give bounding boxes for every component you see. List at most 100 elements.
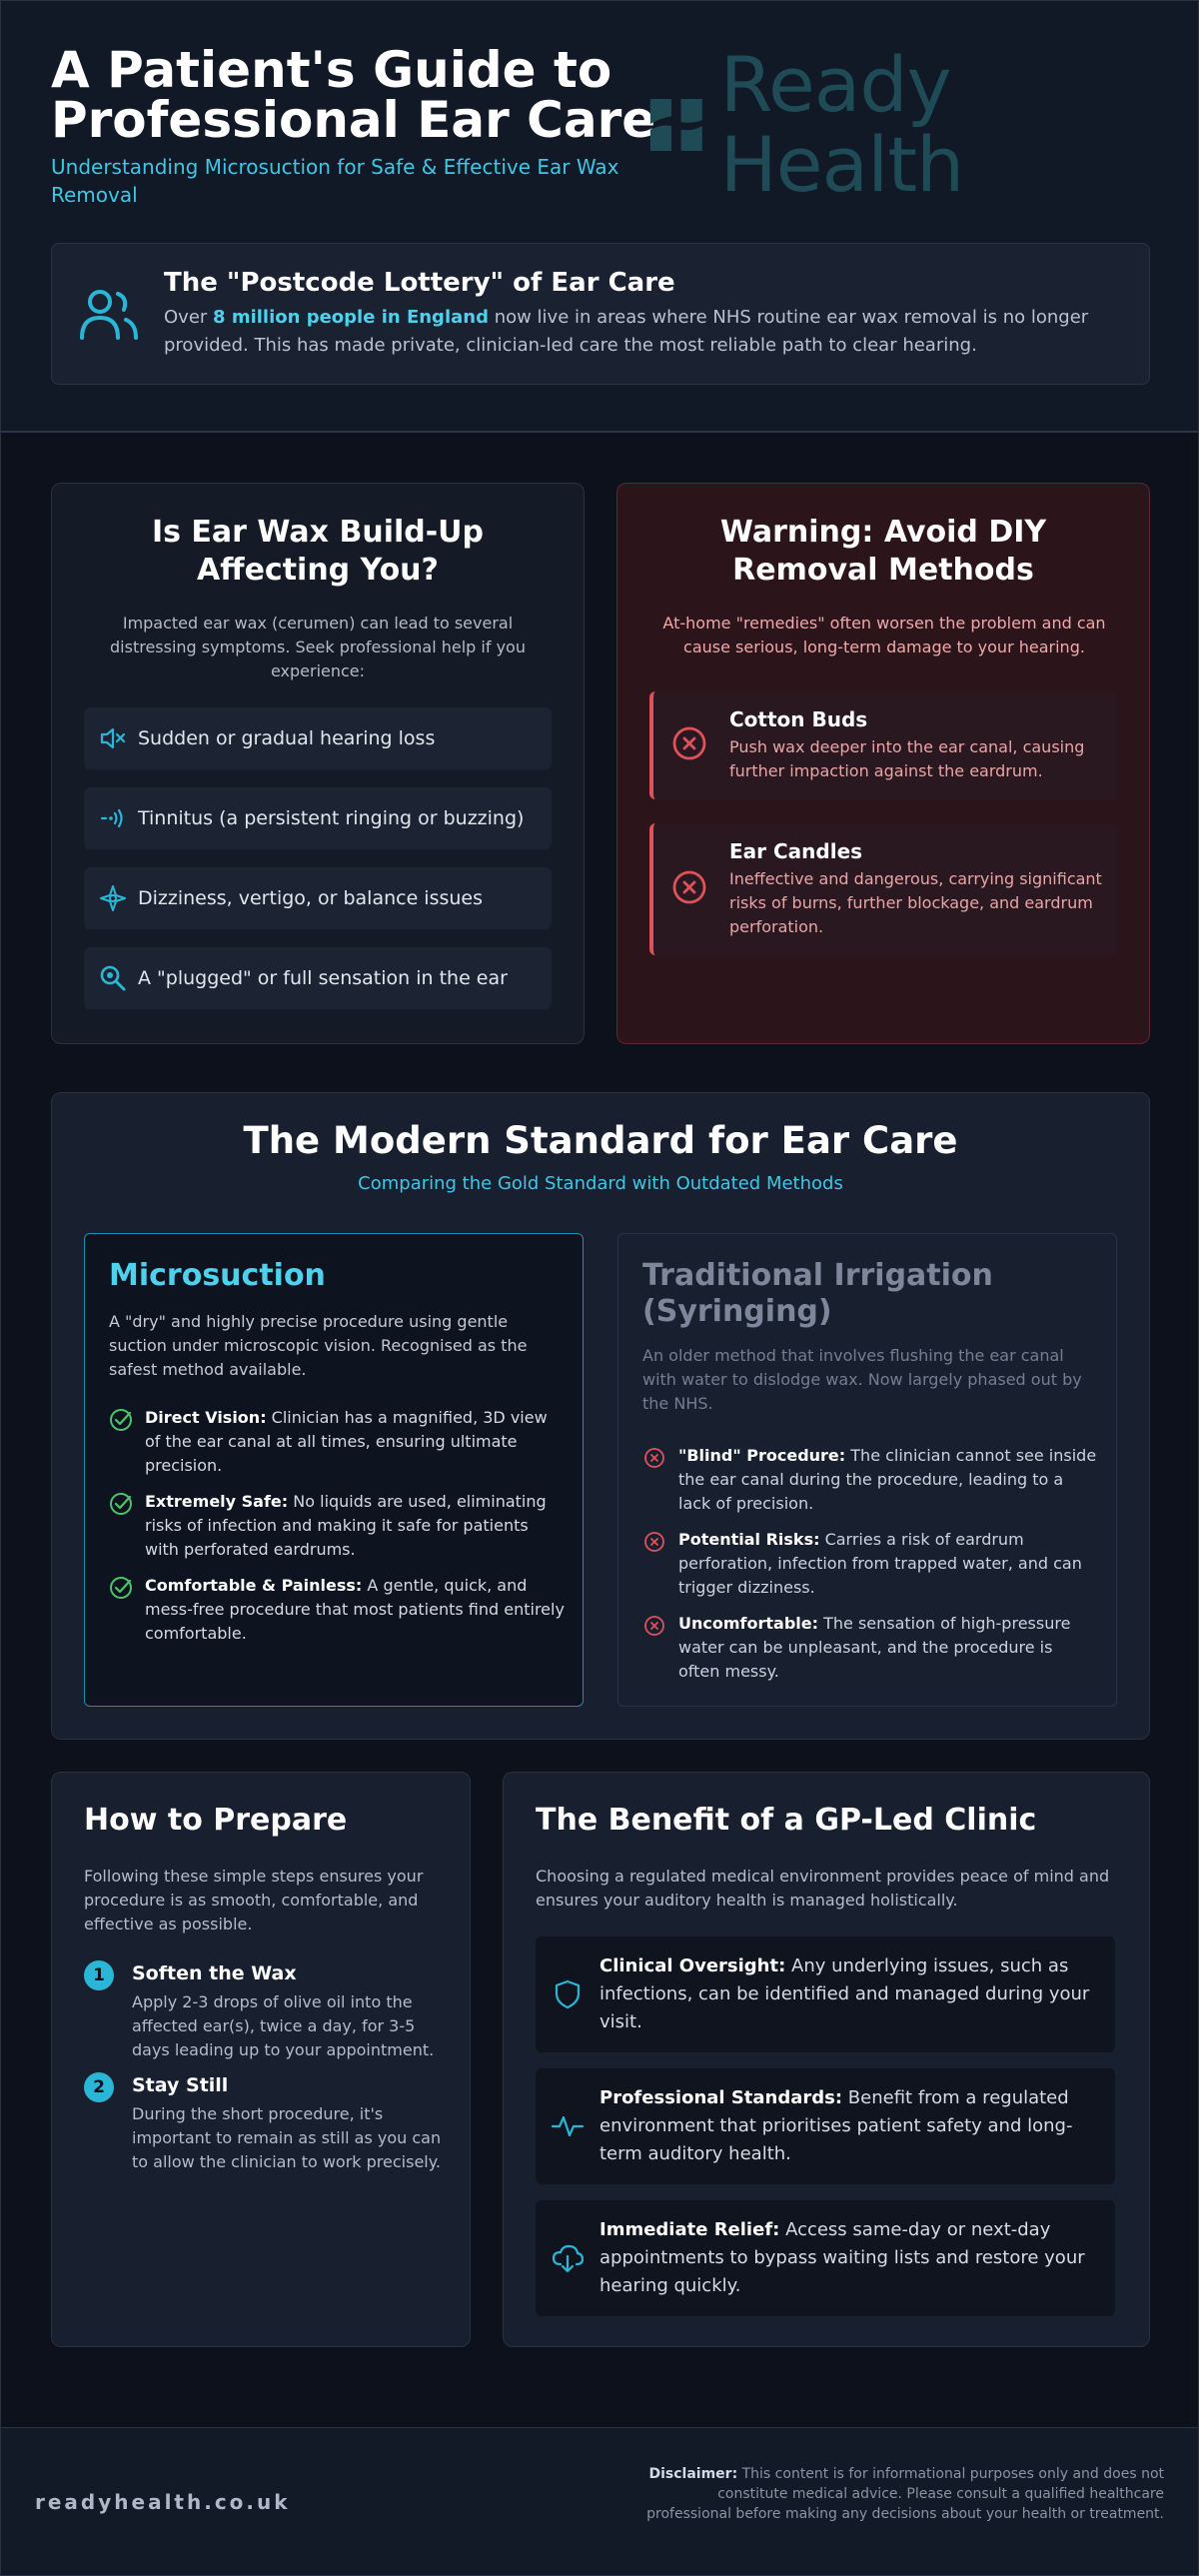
standard-subtitle: Comparing the Gold Standard with Outdate…	[358, 1173, 843, 1194]
step-desc: During the short procedure, it's importa…	[132, 2104, 442, 2171]
x-circle-icon	[644, 1448, 664, 1468]
volume-mute-icon	[98, 723, 128, 753]
point-bold: Extremely Safe:	[145, 1492, 289, 1511]
brand-mark-icon	[649, 99, 702, 151]
point-text: Direct Vision: Clinician has a magnified…	[145, 1406, 565, 1478]
modern-standard-section: The Modern Standard for Ear Care Compari…	[51, 1092, 1150, 1740]
symptom-label: Dizziness, vertigo, or balance issues	[138, 887, 484, 909]
benefit-bold: Clinical Oversight:	[600, 1955, 786, 1976]
symptom-label: A "plugged" or full sensation in the ear	[138, 967, 508, 989]
point-text: "Blind" Procedure: The clinician cannot …	[678, 1444, 1098, 1516]
warning-item: Ear Candles Ineffective and dangerous, c…	[649, 823, 1117, 955]
prepare-title: How to Prepare	[84, 1803, 348, 1838]
warning-item-desc: Ineffective and dangerous, carrying sign…	[729, 869, 1102, 936]
footer: readyhealth.co.uk Disclaimer: This conte…	[1, 2427, 1198, 2575]
point-bold: Uncomfortable:	[678, 1614, 819, 1633]
warning-intro: At-home "remedies" often worsen the prob…	[662, 614, 1106, 656]
prepare-intro: Following these simple steps ensures you…	[84, 1867, 424, 1933]
point-body: A gentle, quick, and mess-free procedure…	[145, 1576, 565, 1643]
compass-icon	[98, 883, 128, 913]
benefit-text: Clinical Oversight: Any underlying issue…	[600, 1952, 1103, 2036]
lottery-text-prefix: Over	[164, 307, 214, 328]
postcode-lottery-callout: The "Postcode Lottery" of Ear Care Over …	[51, 243, 1150, 385]
symptom-item: Sudden or gradual hearing loss	[84, 707, 552, 769]
warning-title: Warning: Avoid DIY Removal Methods	[719, 515, 1047, 588]
benefit-intro: Choosing a regulated medical environment…	[536, 1867, 1110, 1910]
point-bold: Comfortable & Painless:	[145, 1576, 363, 1595]
step-title: Stay Still	[132, 2074, 229, 2096]
shield-icon	[555, 1979, 581, 2009]
check-circle-icon	[110, 1577, 132, 1599]
benefit-body: Benefit from a regulated environment tha…	[600, 2087, 1073, 2164]
point-bold: "Blind" Procedure:	[678, 1446, 846, 1465]
warning-card: Warning: Avoid DIY Removal Methods At-ho…	[616, 483, 1150, 1044]
point-bold: Direct Vision:	[145, 1408, 267, 1427]
irrigation-title: Traditional Irrigation (Syringing)	[642, 1258, 993, 1329]
page-subtitle: Understanding Microsuction for Safe & Ef…	[51, 155, 619, 207]
cloud-download-icon	[552, 2244, 585, 2273]
page-title: A Patient's Guide to Professional Ear Ca…	[51, 41, 656, 149]
step-title: Soften the Wax	[132, 1962, 297, 1984]
warning-item-desc: Push wax deeper into the ear canal, caus…	[729, 737, 1085, 780]
microsuction-title: Microsuction	[109, 1258, 326, 1293]
x-circle-icon	[644, 1616, 664, 1636]
irrigation-column: Traditional Irrigation (Syringing) An ol…	[617, 1233, 1117, 1707]
warning-item-title: Cotton Buds	[729, 707, 868, 731]
benefit-body: Any underlying issues, such as infection…	[600, 1955, 1090, 2032]
point-body: Carries a risk of eardrum perforation, i…	[678, 1530, 1082, 1597]
site-link[interactable]: readyhealth.co.uk	[35, 2490, 291, 2514]
symptom-item: Dizziness, vertigo, or balance issues	[84, 867, 552, 929]
disclaimer-text: This content is for informational purpos…	[646, 2466, 1164, 2522]
microsuction-column: Microsuction A "dry" and highly precise …	[84, 1233, 584, 1707]
sound-wave-icon	[98, 803, 128, 833]
disclaimer-label: Disclaimer:	[648, 2466, 738, 2482]
close-circle-icon	[672, 870, 706, 904]
header: A Patient's Guide to Professional Ear Ca…	[1, 1, 1198, 433]
benefit-bold: Professional Standards:	[600, 2087, 843, 2108]
point-body: No liquids are used, eliminating risks o…	[145, 1492, 547, 1559]
lottery-text: Over 8 million people in England now liv…	[164, 304, 1123, 360]
benefit-bold: Immediate Relief:	[600, 2219, 780, 2240]
benefit-item: Professional Standards: Benefit from a r…	[536, 2068, 1115, 2184]
benefit-text: Professional Standards: Benefit from a r…	[600, 2084, 1103, 2168]
lottery-highlight: 8 million people in England	[213, 307, 489, 328]
benefit-title: The Benefit of a GP-Led Clinic	[536, 1803, 1037, 1838]
lottery-title: The "Postcode Lottery" of Ear Care	[164, 268, 675, 298]
prepare-card: How to Prepare Following these simple st…	[51, 1772, 471, 2347]
users-icon	[80, 290, 138, 340]
microsuction-desc: A "dry" and highly precise procedure usi…	[109, 1312, 528, 1379]
benefit-card: The Benefit of a GP-Led Clinic Choosing …	[503, 1772, 1150, 2347]
check-circle-icon	[110, 1493, 132, 1515]
brand-logo: Ready Health	[646, 45, 1198, 205]
step-number: 2	[84, 2072, 114, 2102]
warning-item: Cotton Buds Push wax deeper into the ear…	[649, 691, 1117, 799]
symptoms-intro: Impacted ear wax (cerumen) can lead to s…	[110, 614, 526, 680]
symptoms-title: Is Ear Wax Build-Up Affecting You?	[151, 515, 485, 588]
step-number: 1	[84, 1960, 114, 1990]
disclaimer: Disclaimer: This content is for informat…	[644, 2464, 1164, 2524]
step-desc: Apply 2-3 drops of olive oil into the af…	[132, 1992, 435, 2059]
pulse-icon	[551, 2115, 585, 2137]
search-zoom-icon	[98, 963, 128, 993]
point-text: Comfortable & Painless: A gentle, quick,…	[145, 1574, 565, 1646]
point-body: Clinician has a magnified, 3D view of th…	[145, 1408, 548, 1475]
symptom-item: A "plugged" or full sensation in the ear	[84, 947, 552, 1009]
symptom-label: Sudden or gradual hearing loss	[138, 727, 436, 749]
benefit-text: Immediate Relief: Access same-day or nex…	[600, 2216, 1103, 2300]
standard-title: The Modern Standard for Ear Care	[243, 1119, 958, 1162]
point-bold: Potential Risks:	[678, 1530, 820, 1549]
benefit-item: Clinical Oversight: Any underlying issue…	[536, 1936, 1115, 2052]
point-text: Uncomfortable: The sensation of high-pre…	[678, 1612, 1098, 1684]
benefit-item: Immediate Relief: Access same-day or nex…	[536, 2200, 1115, 2316]
point-text: Extremely Safe: No liquids are used, eli…	[145, 1490, 565, 1562]
benefit-body: Access same-day or next-day appointments…	[600, 2219, 1085, 2296]
brand-name: Ready Health	[719, 40, 965, 209]
lottery-text-suffix: now live in areas where NHS routine ear …	[164, 307, 1089, 356]
x-circle-icon	[644, 1532, 664, 1552]
symptoms-card: Is Ear Wax Build-Up Affecting You? Impac…	[51, 483, 585, 1044]
point-body: The clinician cannot see inside the ear …	[678, 1446, 1097, 1513]
point-body: The sensation of high-pressure water can…	[678, 1614, 1071, 1681]
warning-item-title: Ear Candles	[729, 839, 863, 863]
symptom-item: Tinnitus (a persistent ringing or buzzin…	[84, 787, 552, 849]
